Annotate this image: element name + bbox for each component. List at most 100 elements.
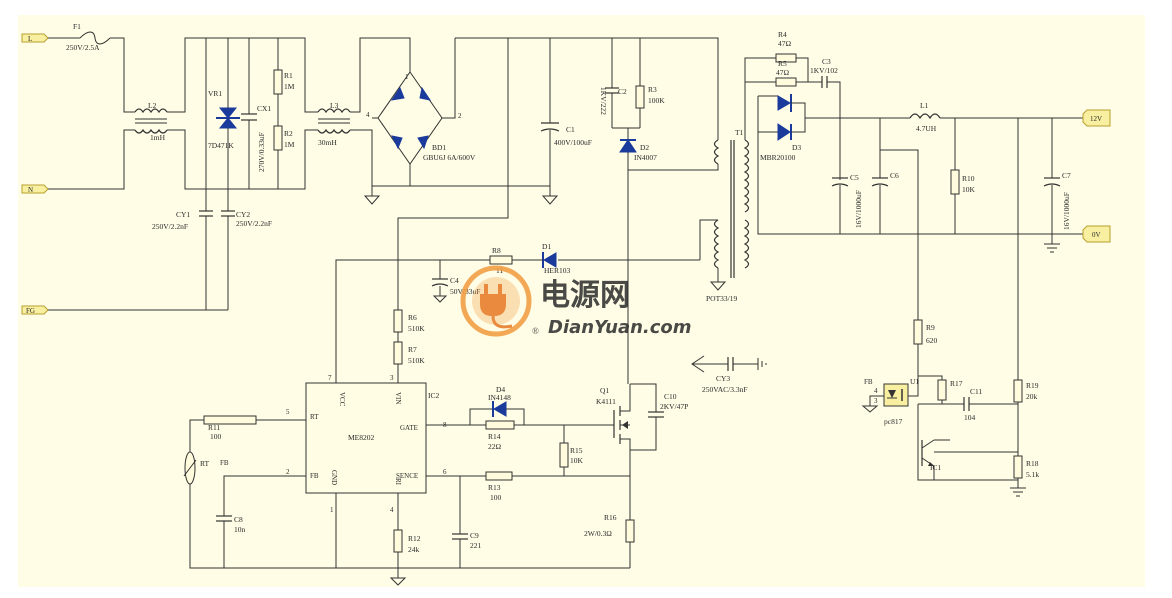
resistor-r8 bbox=[489, 255, 513, 265]
svg-text:C8: C8 bbox=[234, 515, 243, 524]
svg-text:250V/2.2nF: 250V/2.2nF bbox=[236, 219, 272, 228]
svg-text:5.1k: 5.1k bbox=[1026, 470, 1039, 479]
svg-text:22Ω: 22Ω bbox=[488, 442, 502, 451]
svg-text:C11: C11 bbox=[970, 387, 982, 396]
resistor-r1 bbox=[273, 69, 283, 95]
svg-text:20k: 20k bbox=[1026, 392, 1038, 401]
mosfet-q1 bbox=[613, 384, 631, 450]
ground-symbol bbox=[541, 195, 559, 205]
regulator-ic1 bbox=[921, 439, 935, 467]
svg-text:3: 3 bbox=[874, 397, 878, 405]
capacitor-cx1 bbox=[241, 113, 257, 121]
svg-text:620: 620 bbox=[926, 336, 938, 345]
svg-text:GBU6J 6A/600V: GBU6J 6A/600V bbox=[423, 153, 476, 162]
svg-text:C1: C1 bbox=[566, 125, 575, 134]
svg-text:DianYuan.com: DianYuan.com bbox=[548, 317, 692, 338]
svg-text:24k: 24k bbox=[408, 545, 420, 554]
resistor-r7 bbox=[393, 341, 403, 365]
svg-text:7: 7 bbox=[328, 374, 332, 382]
resistor-r10 bbox=[950, 169, 960, 195]
svg-text:L3: L3 bbox=[330, 101, 339, 110]
svg-text:R9: R9 bbox=[926, 323, 935, 332]
svg-text:C5: C5 bbox=[850, 173, 859, 182]
port-12v: 12V bbox=[1082, 109, 1111, 127]
svg-text:GATE: GATE bbox=[400, 424, 418, 432]
optocoupler-u1 bbox=[883, 383, 909, 407]
resistor-r9 bbox=[913, 319, 923, 345]
svg-text:R2: R2 bbox=[284, 129, 293, 138]
choke-l3 bbox=[317, 108, 351, 134]
choke-l2 bbox=[134, 108, 168, 134]
svg-text:D2: D2 bbox=[640, 143, 649, 152]
resistor-r13 bbox=[485, 471, 513, 481]
svg-text:R19: R19 bbox=[1026, 381, 1039, 390]
svg-text:4: 4 bbox=[390, 506, 394, 514]
svg-text:F1: F1 bbox=[73, 22, 81, 31]
resistor-r19 bbox=[1013, 379, 1023, 403]
svg-text:CX1: CX1 bbox=[257, 104, 271, 113]
svg-text:R12: R12 bbox=[408, 534, 421, 543]
svg-text:R4: R4 bbox=[778, 30, 787, 39]
resistor-r17 bbox=[937, 379, 947, 401]
svg-text:CY2: CY2 bbox=[236, 210, 250, 219]
svg-text:16V/1000uF: 16V/1000uF bbox=[854, 190, 863, 228]
svg-text:K4111: K4111 bbox=[596, 397, 616, 406]
svg-text:104: 104 bbox=[964, 413, 976, 422]
svg-text:IC2: IC2 bbox=[428, 391, 440, 400]
svg-text:3: 3 bbox=[390, 374, 394, 382]
svg-text:GND: GND bbox=[330, 470, 338, 485]
svg-text:IN4148: IN4148 bbox=[488, 393, 511, 402]
svg-text:510K: 510K bbox=[408, 324, 425, 333]
svg-text:10K: 10K bbox=[570, 456, 584, 465]
svg-text:R7: R7 bbox=[408, 345, 417, 354]
svg-text:250V/2.2nF: 250V/2.2nF bbox=[152, 222, 188, 231]
svg-text:BD1: BD1 bbox=[432, 143, 446, 152]
svg-text:R17: R17 bbox=[950, 379, 963, 388]
dianyuan-watermark: 电源网 ® DianYuan.com bbox=[460, 265, 692, 338]
svg-text:1mH: 1mH bbox=[150, 133, 166, 142]
capacitor-cy3 bbox=[691, 355, 767, 373]
resistor-r16 bbox=[625, 519, 635, 543]
svg-text:ME8202: ME8202 bbox=[348, 433, 375, 442]
svg-text:1: 1 bbox=[330, 506, 334, 514]
svg-text:16V/1000uF: 16V/1000uF bbox=[1062, 192, 1071, 230]
svg-text:R6: R6 bbox=[408, 313, 417, 322]
svg-text:2W/0.3Ω: 2W/0.3Ω bbox=[584, 529, 612, 538]
svg-text:R5: R5 bbox=[778, 59, 787, 68]
svg-text:CY1: CY1 bbox=[176, 210, 190, 219]
svg-text:C2: C2 bbox=[618, 87, 627, 96]
port-fg: FG bbox=[21, 305, 49, 315]
svg-text:6: 6 bbox=[443, 468, 447, 476]
inductor-l1 bbox=[909, 113, 941, 120]
svg-text:47Ω: 47Ω bbox=[778, 39, 792, 48]
svg-text:Q1: Q1 bbox=[600, 386, 609, 395]
svg-text:IC1: IC1 bbox=[930, 463, 942, 472]
ground-symbol bbox=[363, 186, 381, 205]
svg-text:L2: L2 bbox=[148, 101, 157, 110]
svg-text:SENCE: SENCE bbox=[396, 472, 418, 480]
svg-text:7D471K: 7D471K bbox=[208, 141, 234, 150]
svg-text:100: 100 bbox=[210, 432, 222, 441]
svg-text:N: N bbox=[28, 186, 33, 194]
svg-text:电源网: 电源网 bbox=[540, 278, 630, 313]
svg-text:C4: C4 bbox=[450, 276, 459, 285]
svg-text:400V/100uF: 400V/100uF bbox=[554, 138, 592, 147]
resistor-r5 bbox=[775, 77, 797, 87]
svg-text:R16: R16 bbox=[604, 513, 617, 522]
svg-text:D4: D4 bbox=[496, 385, 505, 394]
resistor-r14 bbox=[485, 420, 515, 430]
svg-text:0V: 0V bbox=[1092, 231, 1101, 239]
svg-text:4: 4 bbox=[874, 387, 878, 395]
svg-text:FB: FB bbox=[864, 378, 873, 386]
svg-text:10K: 10K bbox=[962, 185, 976, 194]
svg-text:R11: R11 bbox=[208, 423, 220, 432]
svg-text:4.7UH: 4.7UH bbox=[916, 124, 937, 133]
resistor-r12 bbox=[393, 529, 403, 553]
svg-text:FB: FB bbox=[310, 472, 319, 480]
svg-text:RI: RI bbox=[394, 478, 402, 486]
resistor-r6 bbox=[393, 309, 403, 333]
transformer-t1 bbox=[713, 139, 750, 278]
resistor-r2 bbox=[273, 125, 283, 151]
svg-text:FB: FB bbox=[220, 459, 229, 467]
svg-text:270V/0.33uF: 270V/0.33uF bbox=[257, 132, 266, 172]
